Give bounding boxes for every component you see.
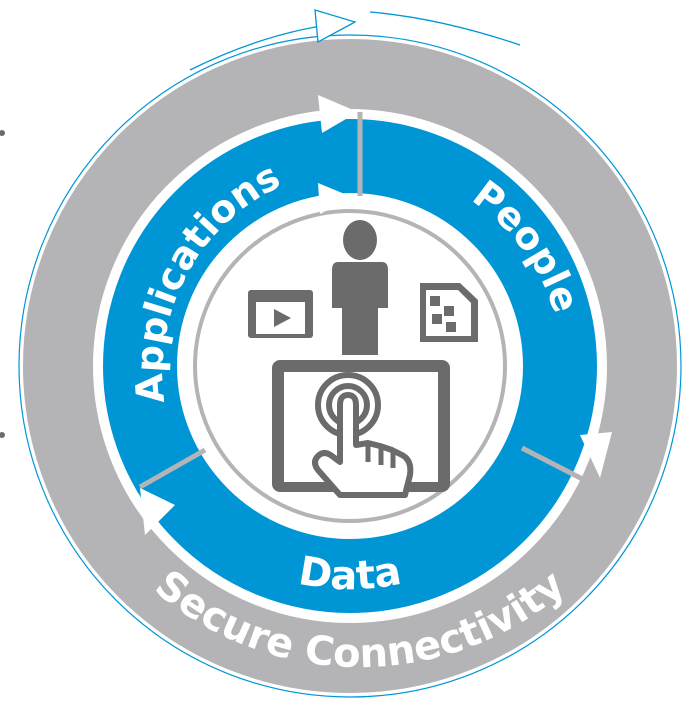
outer-ring-outline (18, 34, 682, 698)
blue-ring (103, 119, 597, 613)
outer-ring (23, 39, 677, 693)
inner-arrow-top (318, 183, 352, 214)
edge-dot-top (0, 130, 5, 136)
blue-ring-arrow-top (318, 95, 358, 133)
video-play-icon (248, 290, 313, 338)
divider-left (138, 447, 207, 490)
divider-right (520, 445, 598, 489)
document-icon (420, 283, 478, 342)
person-icon (332, 220, 388, 355)
data-label: Data (296, 548, 405, 600)
right-arrow-down (580, 432, 612, 478)
touch-hand-icon (312, 372, 414, 498)
edge-dot-bottom (0, 432, 5, 438)
inner-disc-outline (182, 198, 518, 534)
top-outer-arrow (189, 9, 521, 71)
left-arrow-up (140, 488, 175, 535)
